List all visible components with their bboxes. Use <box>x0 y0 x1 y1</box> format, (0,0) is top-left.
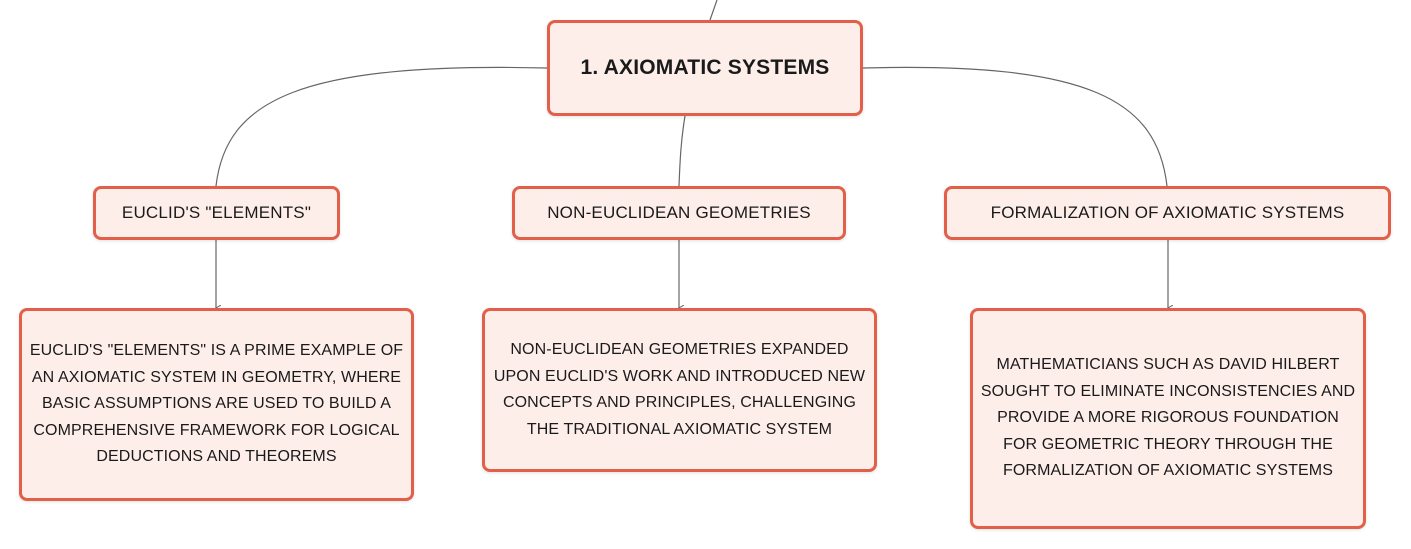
detail-node-text: NON-EUCLIDEAN GEOMETRIES EXPANDED UPON E… <box>493 341 866 438</box>
branch-node-non-euclidean-geometries[interactable]: NON-EUCLIDEAN GEOMETRIES <box>512 186 846 240</box>
connector-parent-to-root <box>709 0 718 21</box>
detail-node-text: EUCLID'S "ELEMENTS" IS A PRIME EXAMPLE O… <box>29 342 404 466</box>
connector-root-to-branch-2 <box>678 115 686 187</box>
detail-node-formalization[interactable]: MATHEMATICIANS SUCH AS DAVID HILBERT SOU… <box>970 308 1366 529</box>
detail-node-text: MATHEMATICIANS SUCH AS DAVID HILBERT SOU… <box>980 356 1356 480</box>
branch-node-euclids-elements[interactable]: EUCLID'S "ELEMENTS" <box>93 186 340 240</box>
detail-node-euclids-elements[interactable]: EUCLID'S "ELEMENTS" IS A PRIME EXAMPLE O… <box>19 308 414 501</box>
branch-node-label: NON-EUCLIDEAN GEOMETRIES <box>547 203 811 222</box>
connector-root-to-branch-1 <box>215 66 548 187</box>
detail-node-non-euclidean-geometries[interactable]: NON-EUCLIDEAN GEOMETRIES EXPANDED UPON E… <box>482 308 877 472</box>
branch-node-label: EUCLID'S "ELEMENTS" <box>121 203 312 222</box>
connector-root-to-branch-3 <box>862 66 1168 187</box>
root-node[interactable]: 1. AXIOMATIC SYSTEMS <box>547 20 863 116</box>
root-node-title: 1. AXIOMATIC SYSTEMS <box>580 56 830 79</box>
branch-node-formalization[interactable]: FORMALIZATION OF AXIOMATIC SYSTEMS <box>944 186 1391 240</box>
branch-node-label: FORMALIZATION OF AXIOMATIC SYSTEMS <box>990 203 1345 222</box>
